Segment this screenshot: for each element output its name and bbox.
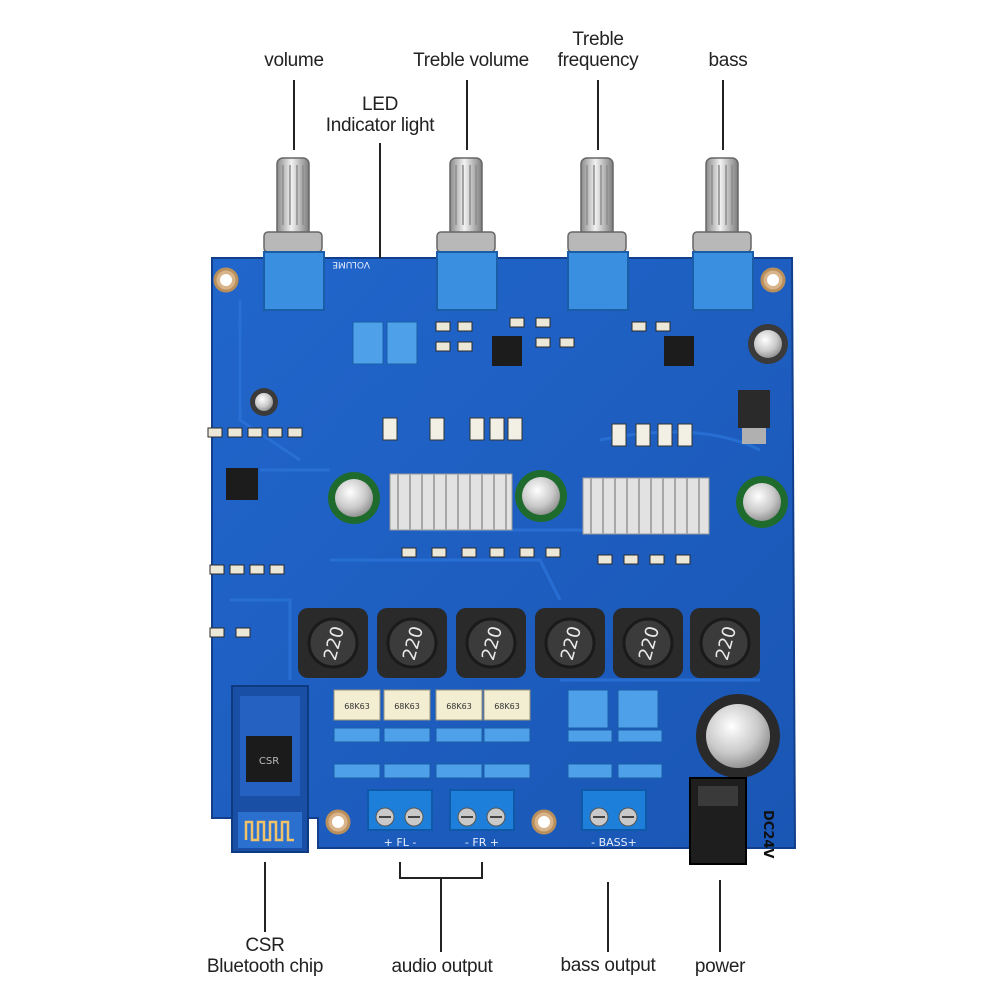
svg-text:DC24V: DC24V xyxy=(760,810,775,858)
inductor-1: 220 xyxy=(298,608,368,678)
inductor-5: 220 xyxy=(613,608,683,678)
svg-text:- FR +: - FR + xyxy=(465,836,499,849)
label-treble-frequency: Treble frequency xyxy=(548,29,648,71)
svg-text:CSR: CSR xyxy=(259,756,279,767)
leader-lines xyxy=(264,80,724,952)
label-power: power xyxy=(694,956,746,977)
film-capacitors: 68K63 68K63 68K63 68K63 xyxy=(333,689,531,721)
svg-text:68K63: 68K63 xyxy=(446,702,472,711)
inductor-3: 220 xyxy=(456,608,526,678)
inductors: 220 220 220 220 220 220 xyxy=(298,608,760,678)
svg-text:68K63: 68K63 xyxy=(394,702,420,711)
svg-text:68K63: 68K63 xyxy=(494,702,520,711)
label-csr-line2: Bluetooth chip xyxy=(206,956,324,977)
label-led-indicator: LED Indicator light xyxy=(318,94,442,136)
ic-chips xyxy=(226,336,770,500)
label-treble-volume: Treble volume xyxy=(413,50,529,71)
label-audio-output: audio output xyxy=(391,956,493,977)
smd-tantalum xyxy=(382,417,693,447)
svg-text:VOLUME: VOLUME xyxy=(332,259,370,269)
electrolytic-capacitors xyxy=(250,324,788,778)
label-volume: volume xyxy=(264,50,324,71)
label-bass-output: bass output xyxy=(560,955,656,976)
inductor-2: 220 xyxy=(377,608,447,678)
inductor-6: 220 xyxy=(690,608,760,678)
label-csr-bluetooth: CSR Bluetooth chip xyxy=(200,935,330,977)
csr-bluetooth-module[interactable]: CSR xyxy=(231,685,309,853)
svg-text:68K63: 68K63 xyxy=(344,702,370,711)
terminal-bass[interactable]: - BASS+ xyxy=(581,789,647,849)
heatsinks xyxy=(389,473,710,535)
label-treble-frequency-line2: frequency xyxy=(557,50,639,71)
dc-power-jack[interactable]: DC24V xyxy=(689,777,775,865)
label-treble-frequency-line1: Treble xyxy=(572,29,624,50)
svg-text:+ FL -: + FL - xyxy=(384,836,417,849)
terminal-fr[interactable]: - FR + xyxy=(449,789,515,849)
terminal-fl[interactable]: + FL - xyxy=(367,789,433,849)
blue-smd-strips xyxy=(333,727,663,779)
blue-capacitors-top xyxy=(352,321,659,729)
label-csr-line1: CSR xyxy=(245,935,285,956)
potentiometer-volume[interactable] xyxy=(263,157,325,311)
label-bass: bass xyxy=(708,50,748,71)
svg-text:- BASS+: - BASS+ xyxy=(591,836,637,849)
potentiometer-treble-volume[interactable] xyxy=(436,157,498,311)
mounting-holes xyxy=(213,267,786,835)
label-led-line2: Indicator light xyxy=(325,115,435,136)
smd-components xyxy=(207,317,691,638)
label-led-line1: LED xyxy=(361,94,399,115)
inductor-4: 220 xyxy=(535,608,605,678)
potentiometer-bass[interactable] xyxy=(692,157,754,311)
potentiometer-treble-frequency[interactable] xyxy=(567,157,629,311)
